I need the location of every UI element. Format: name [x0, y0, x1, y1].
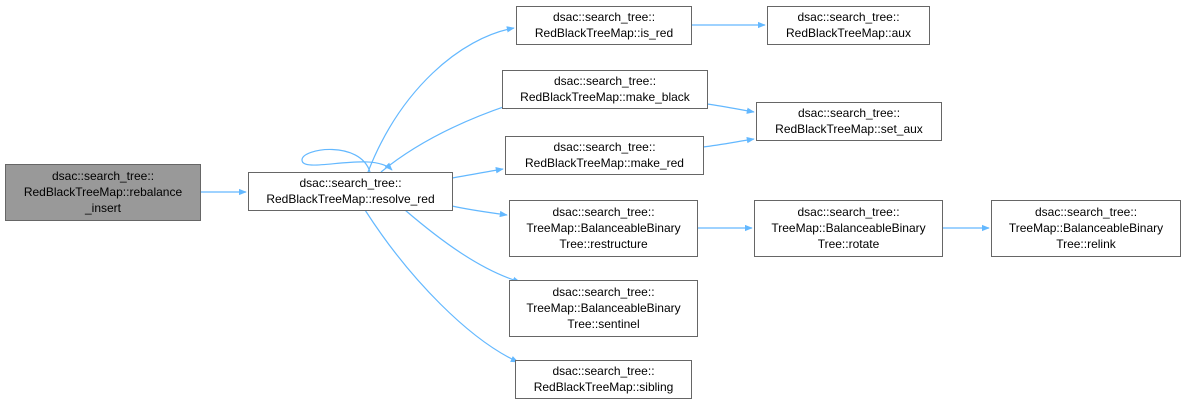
node-box	[516, 6, 692, 45]
node-rebalance-insert[interactable]: dsac::search_tree::RedBlackTreeMap::reba…	[5, 164, 201, 221]
node-rotate[interactable]: dsac::search_tree::TreeMap::BalanceableB…	[754, 200, 943, 257]
node-label-line: _insert	[84, 201, 122, 215]
node-sentinel[interactable]: dsac::search_tree::TreeMap::BalanceableB…	[509, 280, 698, 337]
node-label-line: RedBlackTreeMap::set_aux	[775, 122, 923, 136]
edge-make-black-to-set-aux	[706, 103, 755, 114]
node-box	[248, 172, 453, 211]
node-label-line: RedBlackTreeMap::sibling	[534, 380, 674, 394]
node-box	[509, 280, 698, 337]
node-make-red[interactable]: dsac::search_tree::RedBlackTreeMap::make…	[505, 136, 704, 175]
node-label-line: TreeMap::BalanceableBinary	[1009, 221, 1163, 235]
node-relink[interactable]: dsac::search_tree::TreeMap::BalanceableB…	[991, 200, 1181, 257]
node-label-line: RedBlackTreeMap::make_red	[525, 156, 684, 170]
edge-make-red-to-set-aux	[702, 136, 755, 148]
node-box	[505, 136, 704, 175]
node-box	[509, 200, 698, 257]
edge-resolve-red-to-sibling	[364, 209, 519, 363]
node-box	[991, 200, 1181, 257]
node-label-line: dsac::search_tree::	[552, 285, 654, 299]
node-label-line: dsac::search_tree::	[797, 205, 899, 219]
node-resolve-red[interactable]: dsac::search_tree::RedBlackTreeMap::reso…	[248, 172, 453, 211]
node-label-line: dsac::search_tree::	[797, 10, 899, 24]
node-label-line: dsac::search_tree::	[554, 74, 656, 88]
node-label-line: RedBlackTreeMap::rebalance	[24, 185, 183, 199]
node-set-aux[interactable]: dsac::search_tree::RedBlackTreeMap::set_…	[756, 102, 942, 141]
node-label-line: Tree::relink	[1056, 237, 1117, 251]
node-box	[754, 200, 943, 257]
node-box	[767, 6, 930, 45]
edge-resolve-red-to-make-red	[451, 167, 504, 179]
node-box	[5, 164, 201, 221]
node-label-line: dsac::search_tree::	[553, 140, 655, 154]
node-label-line: dsac::search_tree::	[552, 364, 654, 378]
node-is-red[interactable]: dsac::search_tree::RedBlackTreeMap::is_r…	[516, 6, 692, 45]
node-label-line: dsac::search_tree::	[798, 106, 900, 120]
node-label-line: TreeMap::BalanceableBinary	[526, 221, 680, 235]
edge-resolve-red-to-is-red	[367, 26, 515, 173]
node-label-line: RedBlackTreeMap::make_black	[520, 90, 691, 104]
node-label-line: Tree::sentinel	[567, 317, 639, 331]
node-aux[interactable]: dsac::search_tree::RedBlackTreeMap::aux	[767, 6, 930, 45]
nodes: dsac::search_tree::RedBlackTreeMap::reba…	[5, 6, 1181, 399]
node-label-line: Tree::restructure	[559, 237, 648, 251]
node-label-line: dsac::search_tree::	[553, 10, 655, 24]
node-label-line: dsac::search_tree::	[552, 205, 654, 219]
node-sibling[interactable]: dsac::search_tree::RedBlackTreeMap::sibl…	[515, 360, 692, 399]
node-box	[502, 70, 708, 109]
node-label-line: dsac::search_tree::	[299, 176, 401, 190]
node-label-line: dsac::search_tree::	[1035, 205, 1137, 219]
edges	[200, 21, 990, 363]
node-box	[756, 102, 942, 141]
node-box	[515, 360, 692, 399]
node-make-black[interactable]: dsac::search_tree::RedBlackTreeMap::make…	[502, 70, 708, 109]
node-label-line: TreeMap::BalanceableBinary	[526, 301, 680, 315]
node-label-line: TreeMap::BalanceableBinary	[771, 221, 925, 235]
node-label-line: RedBlackTreeMap::is_red	[535, 26, 673, 40]
edge-resolve-red-to-make-black	[380, 103, 513, 173]
node-label-line: Tree::rotate	[818, 237, 880, 251]
node-label-line: dsac::search_tree::	[52, 169, 154, 183]
edge-resolve-red-to-restructure	[451, 205, 508, 218]
node-label-line: RedBlackTreeMap::aux	[786, 26, 911, 40]
edge-resolve-red-to-sentinel	[404, 209, 521, 283]
node-label-line: RedBlackTreeMap::resolve_red	[266, 192, 434, 206]
node-restructure[interactable]: dsac::search_tree::TreeMap::BalanceableB…	[509, 200, 698, 257]
edge-resolve-red-to-resolve-red	[301, 148, 393, 173]
